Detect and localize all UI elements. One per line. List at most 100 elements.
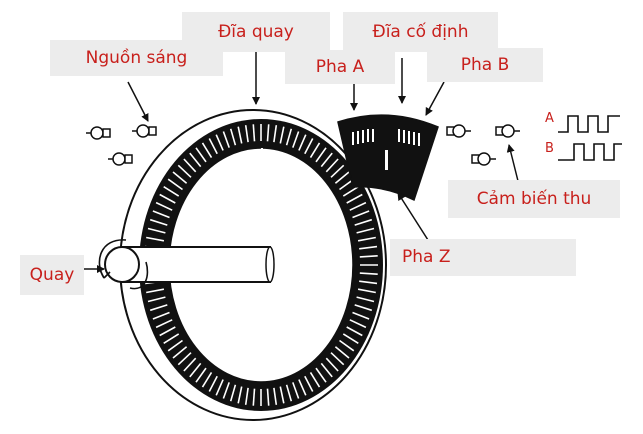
disc-slot	[315, 367, 327, 383]
disc-slot	[292, 131, 300, 148]
disc-slot	[183, 158, 197, 173]
disc-slot	[334, 171, 350, 184]
disc-slot	[320, 362, 333, 378]
disc-slot	[189, 152, 202, 168]
disc-slot	[325, 158, 339, 173]
label-receiver: Cảm biến thu	[448, 180, 620, 218]
disc-slot	[292, 382, 300, 399]
disc-slot	[208, 375, 218, 392]
led-icon-1	[86, 126, 111, 140]
shaft	[104, 246, 275, 283]
disc-slot	[304, 138, 314, 155]
disc-slot	[244, 387, 249, 405]
disc-slot	[244, 125, 249, 143]
disc-slot	[215, 379, 224, 396]
label-light-source: Nguồn sáng	[50, 40, 223, 76]
label-phase-z: Pha Z	[390, 239, 576, 276]
disc-slot	[354, 218, 373, 226]
disc-slot	[346, 193, 363, 204]
disc-slot	[147, 227, 166, 234]
disc-slot	[346, 326, 363, 337]
arrow-receiver	[506, 144, 520, 186]
disc-slot	[330, 164, 345, 178]
disc-slot	[177, 352, 192, 366]
disc-slot	[279, 386, 285, 404]
disc-slot	[189, 362, 202, 378]
disc-slot	[147, 296, 166, 303]
disc-slot	[279, 126, 285, 144]
waveform-b	[558, 143, 622, 161]
label-fixed-disc: Đĩa cố định	[343, 12, 498, 52]
disc-slot	[309, 371, 321, 388]
disc-slot	[266, 388, 270, 406]
disc-slot	[298, 134, 307, 151]
receiver-icon-3	[471, 152, 496, 166]
disc-slot	[201, 371, 213, 388]
disc-slot	[357, 288, 376, 294]
disc-slot	[252, 388, 256, 406]
disc-slot	[342, 333, 359, 344]
disc-slot	[172, 346, 188, 359]
label-phase-a: Pha A	[285, 50, 395, 84]
fixed-disc	[337, 114, 439, 202]
wave-label-b: B	[545, 141, 554, 156]
led-icon-3	[108, 152, 133, 166]
disc-slot	[163, 186, 180, 197]
disc-slot	[285, 384, 293, 402]
disc-slot	[298, 379, 307, 396]
disc-slot	[201, 142, 213, 159]
disc-slot	[155, 319, 173, 329]
wave-label-a: A	[545, 111, 554, 126]
disc-slot	[273, 125, 278, 143]
disc-slot	[183, 357, 197, 372]
disc-slot	[195, 147, 207, 163]
disc-slot	[152, 311, 170, 320]
disc-slot	[146, 288, 165, 294]
disc-slot	[237, 126, 243, 144]
disc-slot	[315, 147, 327, 163]
disc-slot	[356, 227, 375, 234]
disc-slot	[229, 384, 237, 402]
disc-slot	[339, 339, 355, 352]
waveform-a	[558, 115, 620, 133]
disc-slot	[349, 201, 367, 211]
disc-slot	[266, 124, 270, 142]
label-rotate: Quay	[20, 255, 84, 295]
disc-slot	[172, 171, 188, 184]
arrow-phase-b	[425, 81, 445, 116]
disc-slot	[146, 236, 165, 242]
disc-slot	[352, 311, 370, 320]
disc-slot	[222, 131, 230, 148]
disc-slot	[359, 280, 378, 285]
disc-slot	[229, 128, 237, 146]
led-icons	[86, 124, 157, 166]
disc-slot	[356, 296, 375, 303]
disc-slot	[155, 201, 173, 211]
disc-slots	[144, 124, 378, 406]
disc-slot	[152, 210, 170, 219]
disc-slot	[334, 346, 350, 359]
disc-slot	[167, 178, 183, 191]
disc-slot	[357, 236, 376, 242]
disc-slot	[177, 164, 192, 178]
disc-slot	[159, 326, 176, 337]
disc-slot	[325, 357, 339, 372]
disc-slot	[352, 210, 370, 219]
disc-slot	[167, 339, 183, 352]
disc-slot	[273, 387, 278, 405]
pointer-arrows	[84, 50, 520, 273]
disc-slot	[359, 255, 378, 258]
disc-slot	[349, 319, 367, 329]
disc-slot	[208, 138, 218, 155]
disc-slot	[195, 367, 207, 383]
disc-slot	[342, 186, 359, 197]
led-icon-2	[132, 124, 157, 138]
disc-slot	[215, 134, 224, 151]
disc-slot	[359, 245, 378, 250]
receiver-icon-2	[495, 124, 520, 138]
disc-slot	[285, 128, 293, 146]
disc-slot	[354, 304, 373, 312]
disc-slot	[309, 142, 321, 159]
